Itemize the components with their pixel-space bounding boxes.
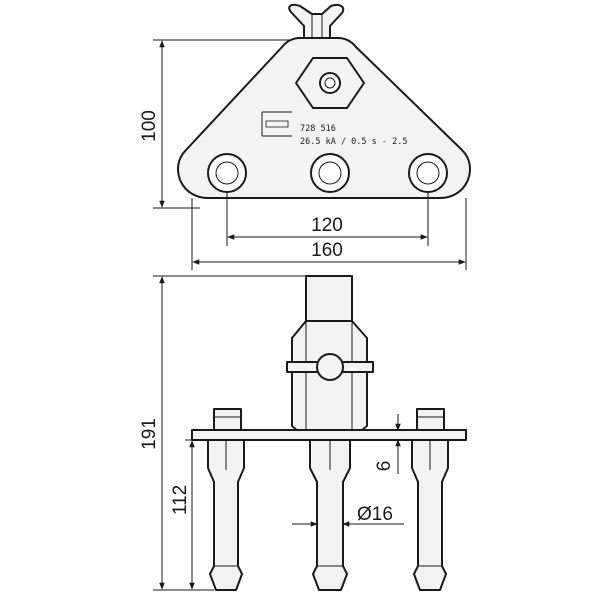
side-view: 191 112 6 Ø16 xyxy=(139,275,467,591)
dim-pin-length: 112 xyxy=(170,485,191,515)
marking-rating: 26.5 kA / 0.5 s - 2.5 xyxy=(300,137,407,147)
dim-overall-height: 191 xyxy=(139,418,160,450)
cross-bolt xyxy=(286,353,374,381)
bolt-hole-center xyxy=(310,153,350,193)
dim-pin-diameter: Ø16 xyxy=(357,504,393,525)
bolt-hole-right xyxy=(408,153,448,193)
clamp-body-outline xyxy=(177,37,471,199)
marking-part-number: 728 516 xyxy=(300,124,336,134)
bolt-hole-left xyxy=(207,153,247,193)
center-hex-nut xyxy=(295,57,365,109)
pin-left xyxy=(207,408,245,591)
pin-right xyxy=(411,408,449,591)
pin-center xyxy=(309,439,351,591)
top-view: 728 516 26.5 kA / 0.5 s - 2.5 100 120 16… xyxy=(139,3,471,270)
wing-nut xyxy=(288,3,345,41)
manufacturer-logo xyxy=(261,111,292,137)
dim-plate-thickness: 6 xyxy=(374,461,395,472)
bottom-plate xyxy=(191,429,467,441)
dim-height-top-view: 100 xyxy=(139,110,160,142)
center-stem xyxy=(305,275,353,322)
dim-overall-width: 160 xyxy=(311,240,343,261)
dim-hole-spacing: 120 xyxy=(311,215,343,236)
